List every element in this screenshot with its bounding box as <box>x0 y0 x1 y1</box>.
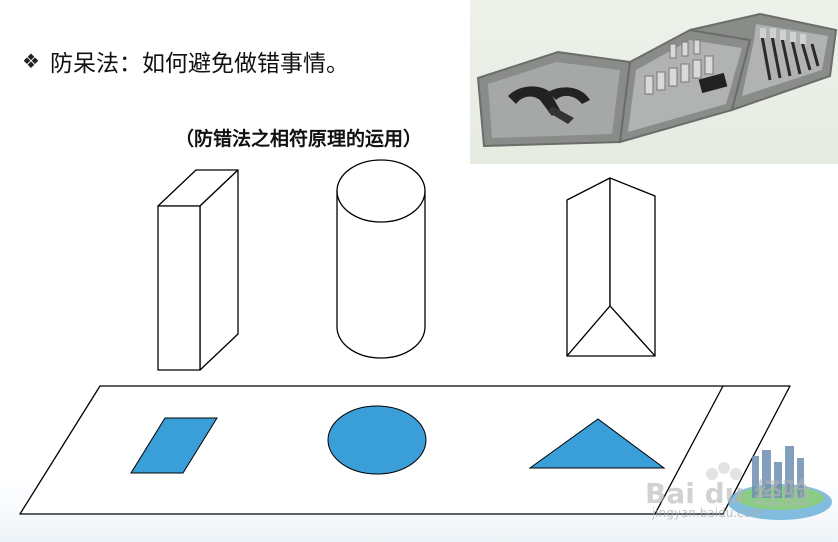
cylinder <box>336 159 426 359</box>
parallelogram-hole <box>130 417 218 474</box>
watermark-brand: Bai du 经验 <box>645 477 811 510</box>
slide-heading: ❖ 防呆法：如何避免做错事情。 <box>22 44 349 78</box>
triangle-hole <box>528 418 666 469</box>
toolbox-icon <box>476 12 838 148</box>
watermark-logo-icon <box>706 446 832 520</box>
heading-text: 防呆法：如何避免做错事情。 <box>49 51 349 77</box>
circle-hole <box>327 405 427 475</box>
triangular-prism <box>566 177 656 357</box>
bullet-icon: ❖ <box>22 49 40 73</box>
board-holes <box>130 405 666 475</box>
slide-subtitle: （防错法之相符原理的运用） <box>175 128 423 150</box>
toolbox-photo <box>470 0 838 164</box>
watermark-url: jingyan.baidu.com <box>652 506 763 520</box>
rectangular-prism <box>157 169 239 371</box>
